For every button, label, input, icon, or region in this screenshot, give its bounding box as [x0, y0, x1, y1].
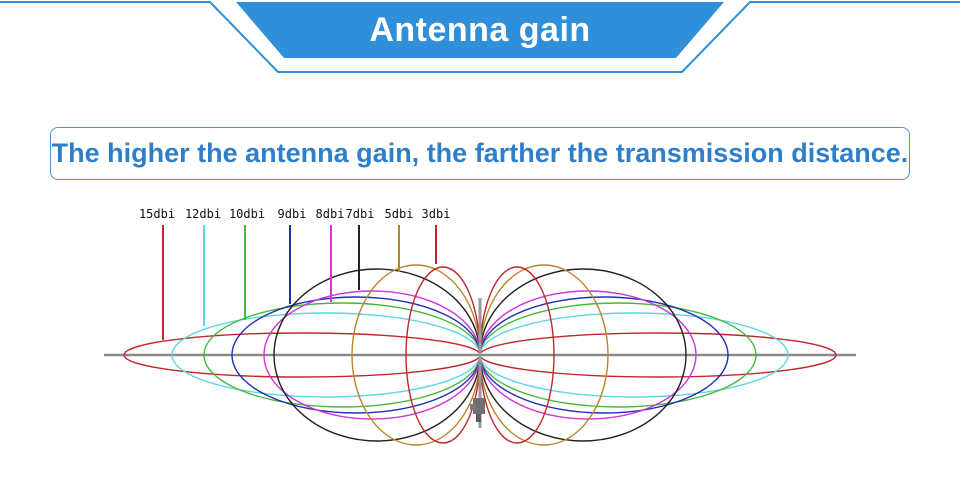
banner-outline-right: [480, 1, 960, 73]
gain-label-9dbi: 9dbi: [278, 207, 307, 221]
gain-label-5dbi: 5dbi: [385, 207, 414, 221]
antenna-mast-icon: [470, 298, 485, 428]
banner-fill: [236, 2, 724, 58]
gain-label-8dbi: 8dbi: [316, 207, 345, 221]
gain-label-10dbi: 10dbi: [229, 207, 265, 221]
header-banner: [0, 1, 960, 73]
gain-label-3dbi: 3dbi: [422, 207, 451, 221]
subtitle-box: The higher the antenna gain, the farther…: [50, 127, 910, 180]
subtitle-text: The higher the antenna gain, the farther…: [51, 138, 909, 168]
gain-label-7dbi: 7dbi: [346, 207, 375, 221]
gain-label-12dbi: 12dbi: [185, 207, 221, 221]
banner-outline-left: [0, 1, 480, 73]
gain-label-15dbi: 15dbi: [139, 207, 175, 221]
page-title: Antenna gain: [369, 10, 591, 49]
